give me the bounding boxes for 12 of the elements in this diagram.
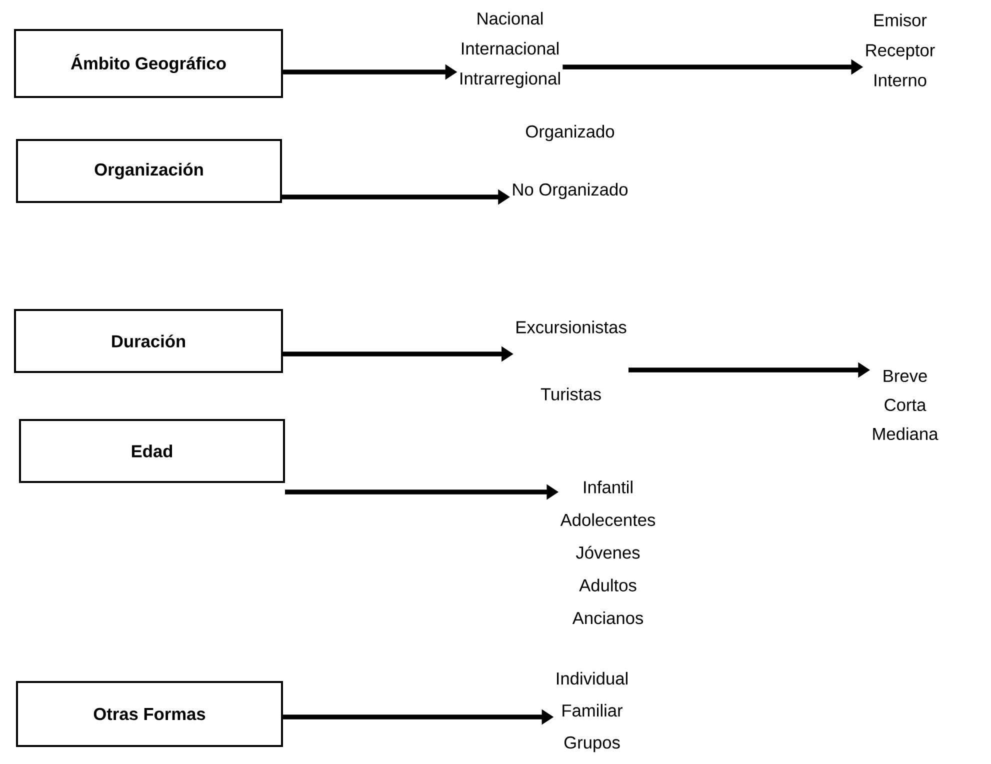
category-box: Organización (16, 139, 282, 203)
option-list: Emisor Receptor Interno (866, 14, 935, 86)
option-list: Breve Corta Mediana (873, 370, 938, 440)
category-box: Edad (19, 419, 285, 483)
option-list: Infantil Adolecentes Jóvenes Adultos Ancianos (560, 480, 656, 624)
option-list: Nacional Internacional Intrarregional (460, 12, 560, 88)
category-box: Duración (14, 309, 283, 373)
option-list: Individual Familiar Grupos (557, 672, 628, 752)
category-box: Otras Formas (16, 681, 283, 747)
category-box: Ámbito Geográfico (14, 29, 283, 98)
option-list: Organizado No Organizado (513, 124, 628, 200)
option-list: Excursionistas Turistas (516, 320, 626, 400)
